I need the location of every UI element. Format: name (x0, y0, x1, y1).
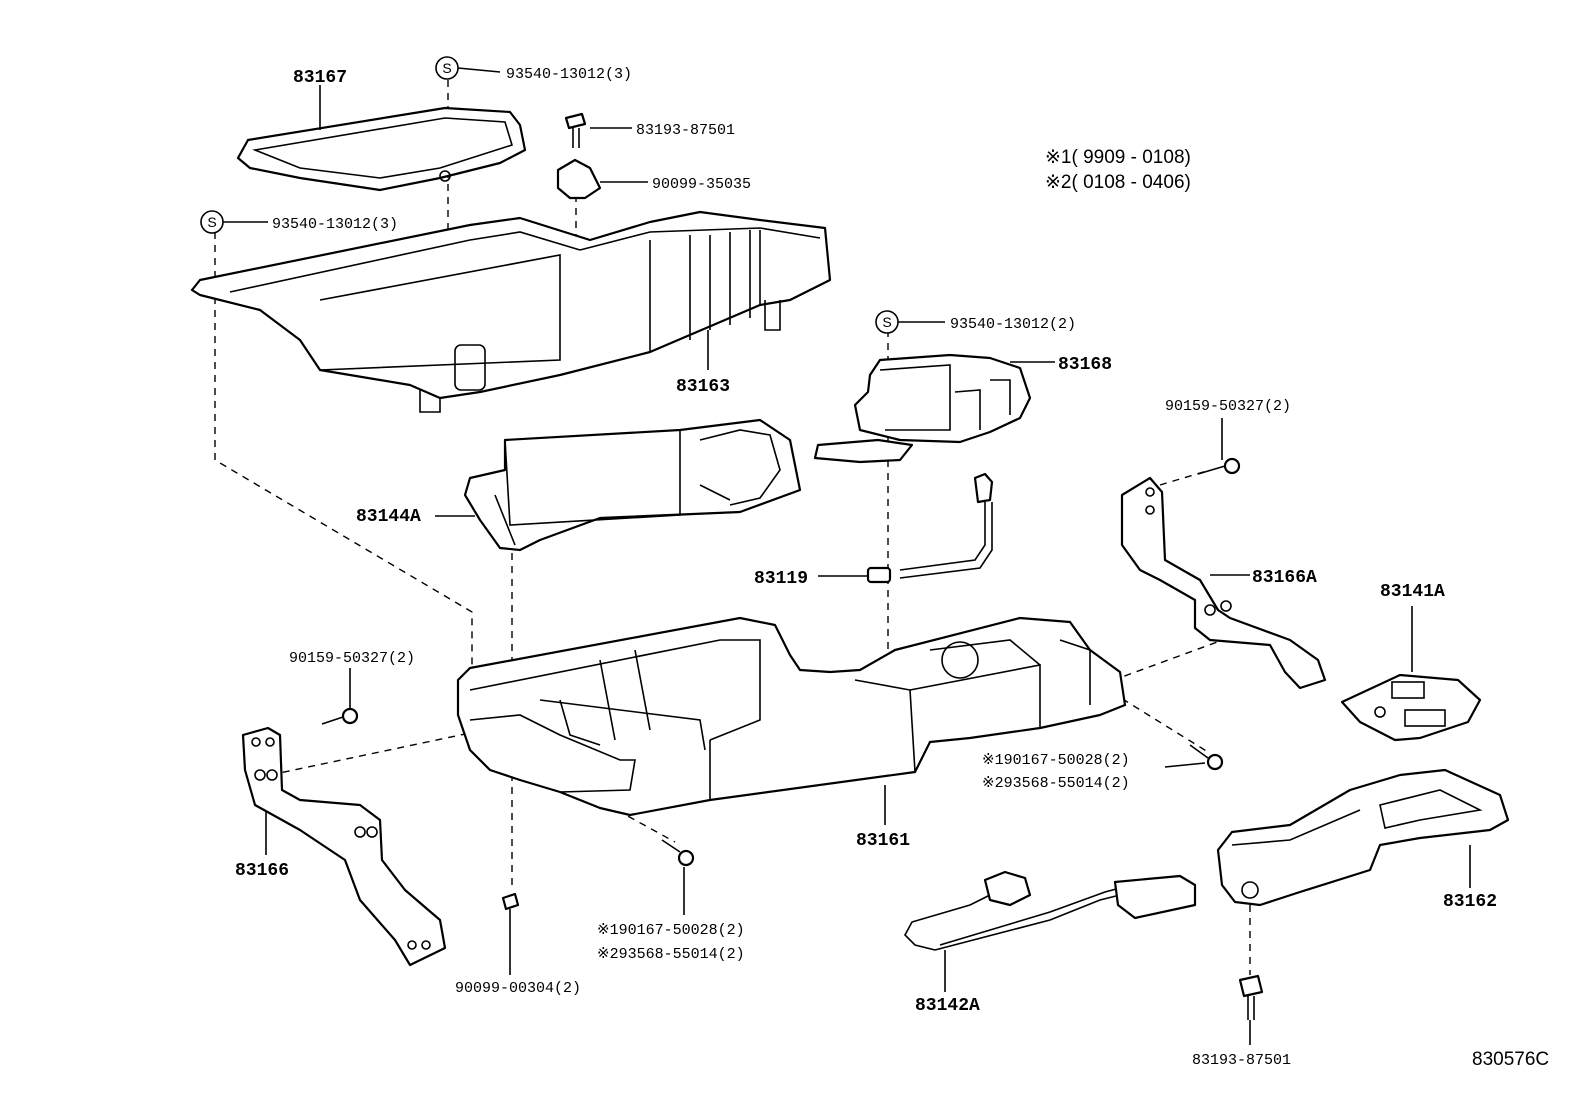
part-83119-bulb-wire[interactable] (866, 472, 994, 584)
label-83193-top[interactable]: 83193-87501 (636, 122, 735, 139)
part-83163-housing[interactable] (190, 210, 832, 413)
part-83162-cover[interactable] (1216, 768, 1510, 907)
label-83119[interactable]: 83119 (754, 569, 808, 589)
screw-90099-00304-icon[interactable] (501, 892, 520, 930)
part-83167-cover[interactable] (236, 106, 527, 192)
label-90167-bottom[interactable]: ※190167-50028(2) (597, 922, 745, 939)
label-83144A[interactable]: 83144A (356, 507, 421, 527)
label-90167-right[interactable]: ※190167-50028(2) (982, 752, 1130, 769)
label-93568-right[interactable]: ※293568-55014(2) (982, 775, 1130, 792)
label-83141A[interactable]: 83141A (1380, 582, 1445, 602)
label-83163[interactable]: 83163 (676, 377, 730, 397)
screw-83193-top-icon[interactable] (564, 112, 587, 148)
label-93540-mid[interactable]: 93540-13012(2) (950, 316, 1076, 333)
label-83142A[interactable]: 83142A (915, 996, 980, 1016)
part-83166A-bracket[interactable] (1120, 476, 1327, 690)
part-labels: 83167 83163 83168 83144A 83119 83166A 83… (235, 68, 1497, 1016)
diagram-id: 830576C (1472, 1049, 1549, 1070)
part-83144A-mechanism[interactable] (463, 418, 802, 552)
assembly-lines (214, 80, 1251, 975)
label-83161[interactable]: 83161 (856, 831, 910, 851)
period-notes: ※1( 9909 - 0108) ※2( 0108 - 0406) (1045, 147, 1191, 193)
label-83162[interactable]: 83162 (1443, 892, 1497, 912)
part-83166-bracket[interactable] (241, 726, 447, 967)
part-83141A-plate[interactable] (1340, 673, 1482, 742)
label-90159-right[interactable]: 90159-50327(2) (1165, 398, 1291, 415)
part-83168-bracket[interactable] (813, 353, 1032, 464)
label-93540-left[interactable]: 93540-13012(3) (272, 216, 398, 233)
svg-text:S: S (442, 60, 451, 76)
period-note-1: ※1( 9909 - 0108) (1045, 147, 1191, 168)
bolt-90159-right-icon[interactable] (1197, 457, 1241, 475)
bolt-90167-bottom-icon[interactable] (661, 839, 695, 867)
label-90099-35035[interactable]: 90099-35035 (652, 176, 751, 193)
label-83166[interactable]: 83166 (235, 861, 289, 881)
s-symbol-mid: S (875, 310, 899, 334)
part-83161-tray[interactable] (456, 616, 1127, 817)
label-83193-bottom[interactable]: 83193-87501 (1192, 1052, 1291, 1069)
screw-83193-bottom-icon[interactable] (1238, 974, 1264, 1020)
fastener-labels: 93540-13012(3) 83193-87501 90099-35035 9… (272, 66, 1291, 1069)
fastener-screws (321, 112, 1264, 1020)
svg-text:S: S (882, 314, 891, 330)
bolt-90167-right-icon[interactable] (1189, 744, 1224, 771)
label-83168[interactable]: 83168 (1058, 355, 1112, 375)
leader-lines (223, 67, 1471, 1045)
label-90159-left[interactable]: 90159-50327(2) (289, 650, 415, 667)
label-83167[interactable]: 83167 (293, 68, 347, 88)
svg-text:S: S (207, 214, 216, 230)
part-90099-35035-clip[interactable] (556, 158, 602, 200)
label-90099-00304[interactable]: 90099-00304(2) (455, 980, 581, 997)
label-93568-bottom[interactable]: ※293568-55014(2) (597, 946, 745, 963)
label-83166A[interactable]: 83166A (1252, 568, 1317, 588)
label-93540-top[interactable]: 93540-13012(3) (506, 66, 632, 83)
bolt-90159-left-icon[interactable] (321, 707, 359, 725)
part-83142A-harness[interactable] (904, 870, 1197, 951)
period-note-2: ※2( 0108 - 0406) (1045, 172, 1191, 193)
s-symbol-top: S (435, 56, 459, 80)
s-symbol-left: S (200, 210, 224, 234)
